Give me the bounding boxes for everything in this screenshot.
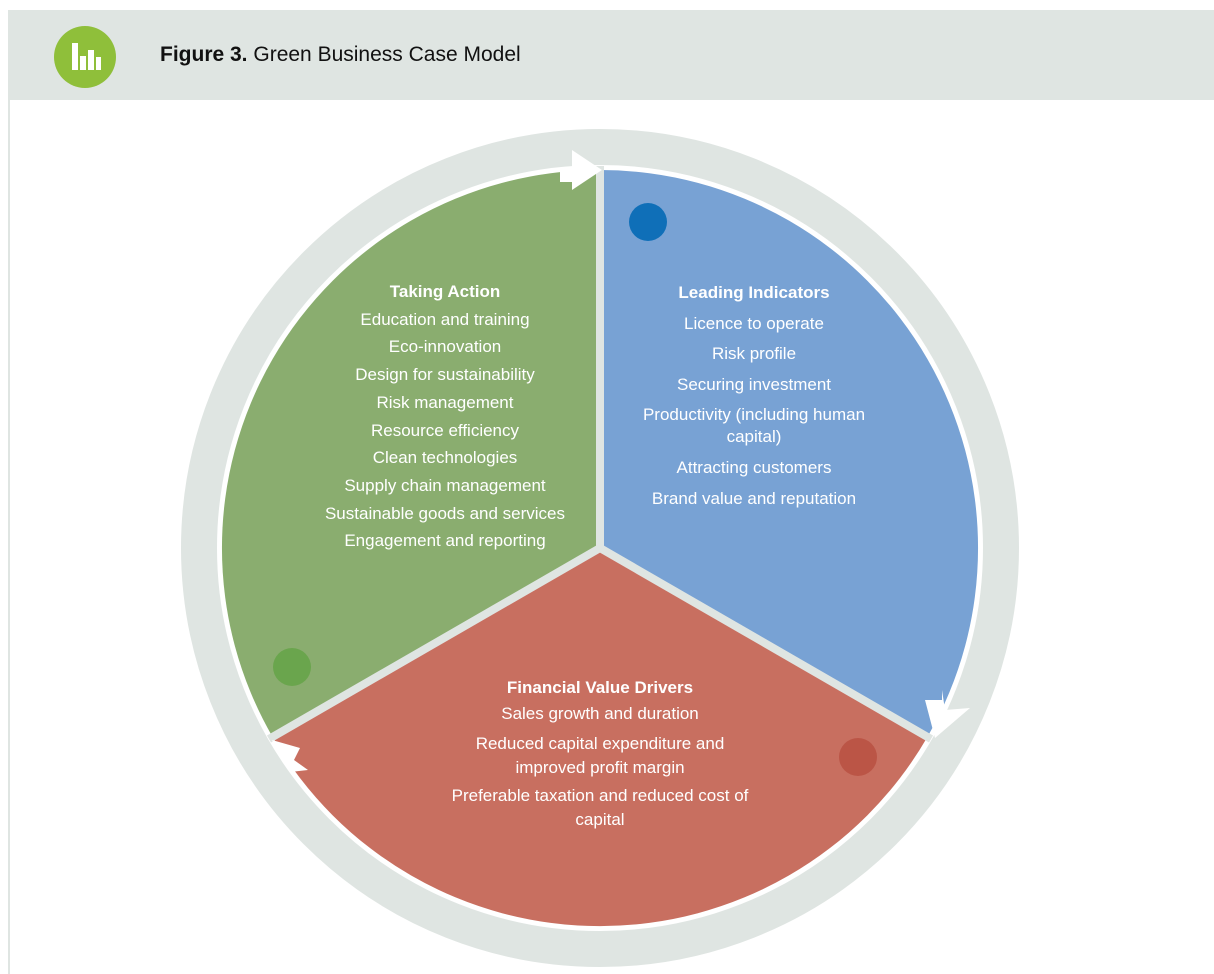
- taking-action-heading: Taking Action: [389, 282, 501, 301]
- taking-action-item: Clean technologies: [372, 448, 518, 468]
- segment-leading-indicators: [600, 170, 979, 737]
- leading-indicators-block: Leading Indicators Licence to operate Ri…: [623, 278, 885, 514]
- dot-financial-value-drivers: [839, 738, 877, 776]
- figure-badge: [54, 26, 116, 88]
- leading-indicators-item: Brand value and reputation: [651, 488, 857, 508]
- taking-action-item: Resource efficiency: [370, 420, 520, 440]
- leading-indicators-item: Attracting customers: [676, 458, 832, 477]
- taking-action-item: Engagement and reporting: [344, 531, 546, 551]
- segment-taking-action: [221, 170, 600, 737]
- arrow-right: [925, 690, 970, 738]
- financial-value-drivers-item: Preferable taxation and reduced cost of …: [451, 786, 749, 829]
- figure-header: Figure 3. Green Business Case Model: [8, 10, 1214, 100]
- leading-indicators-item: Productivity (including human capital): [642, 405, 866, 446]
- financial-value-drivers-block: Financial Value Drivers Sales growth and…: [450, 675, 750, 836]
- taking-action-item: Eco-innovation: [388, 337, 502, 357]
- leading-indicators-item: Risk profile: [711, 344, 797, 363]
- figure-number: Figure 3.: [160, 43, 248, 66]
- leading-indicators-item: Licence to operate: [684, 313, 824, 333]
- outer-ring: [181, 129, 1019, 967]
- figure-title: Figure 3. Green Business Case Model: [160, 43, 521, 67]
- taking-action-item: Risk management: [376, 392, 514, 412]
- financial-value-drivers-heading: Financial Value Drivers: [506, 678, 694, 697]
- financial-value-drivers-item: Sales growth and duration: [501, 704, 699, 723]
- leading-indicators-item: Securing investment: [676, 374, 832, 394]
- dot-taking-action: [273, 648, 311, 686]
- financial-value-drivers-item: Reduced capital expenditure and improved…: [475, 734, 725, 777]
- taking-action-item: Education and training: [360, 309, 530, 329]
- left-rule: [8, 100, 10, 974]
- arrow-left: [272, 740, 308, 772]
- taking-action-item: Supply chain management: [344, 475, 546, 495]
- leading-indicators-heading: Leading Indicators: [678, 283, 830, 302]
- taking-action-item: Sustainable goods and services: [324, 503, 566, 523]
- taking-action-item: Design for sustainability: [355, 365, 535, 385]
- arrow-top: [560, 150, 602, 190]
- dot-leading-indicators: [629, 203, 667, 241]
- figure-caption: Green Business Case Model: [253, 43, 521, 66]
- taking-action-block: Taking Action Education and training Eco…: [300, 278, 590, 555]
- flow-arrows: [272, 150, 970, 772]
- bar-chart-icon: [72, 43, 101, 70]
- segment-dividers: [267, 166, 933, 743]
